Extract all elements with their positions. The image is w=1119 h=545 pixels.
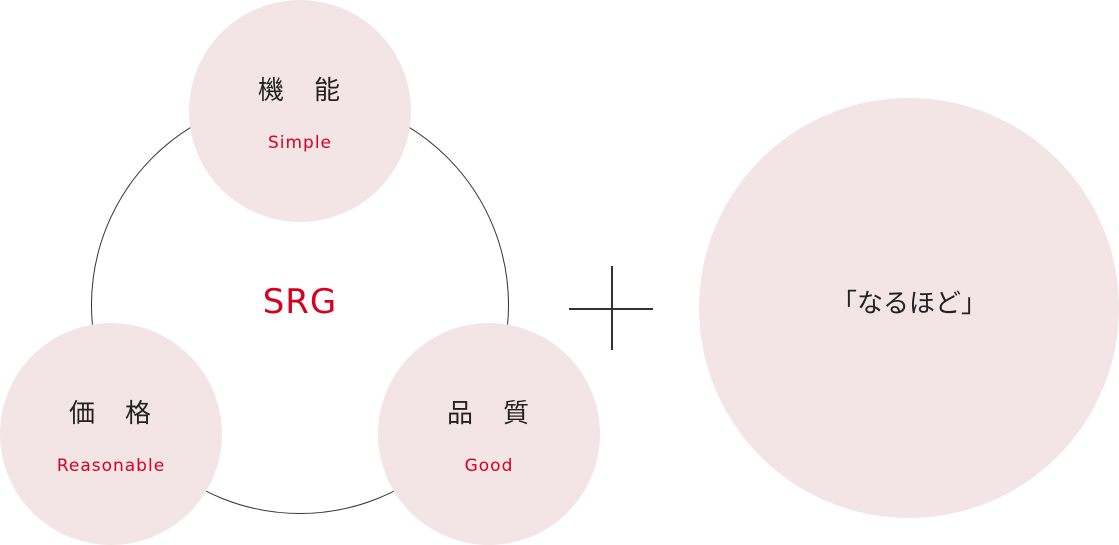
node-function: 機 能 Simple bbox=[189, 0, 411, 222]
node-function-subtitle: Simple bbox=[267, 132, 333, 153]
plus-icon bbox=[569, 266, 653, 350]
node-quality-subtitle: Good bbox=[464, 455, 514, 476]
node-function-title: 機 能 bbox=[257, 75, 342, 106]
node-price-subtitle: Reasonable bbox=[56, 455, 166, 476]
node-quality: 品 質 Good bbox=[378, 323, 600, 545]
addition-label: 「なるほど」 bbox=[830, 288, 987, 319]
addition-circle: 「なるほど」 bbox=[699, 98, 1119, 518]
center-label: SRG bbox=[262, 282, 338, 322]
node-price: 価 格 Reasonable bbox=[0, 323, 222, 545]
plus-vertical-stroke bbox=[611, 266, 613, 350]
node-price-title: 価 格 bbox=[68, 398, 153, 429]
node-quality-title: 品 質 bbox=[446, 398, 531, 429]
